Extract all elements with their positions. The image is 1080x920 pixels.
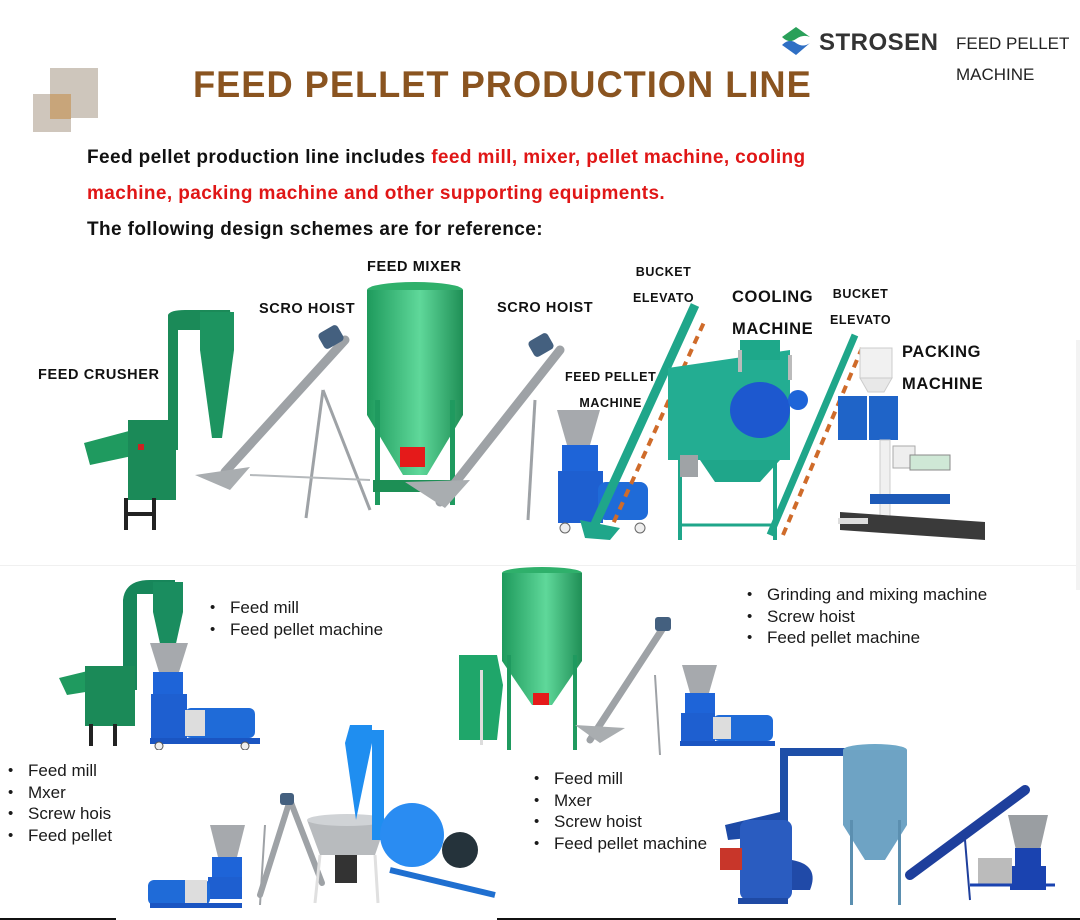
scheme-3-item: Mxer xyxy=(6,782,118,804)
label-bucket-elevator-1: BUCKET ELEVATO xyxy=(633,265,695,305)
screw-hoist-2 xyxy=(405,333,565,521)
brand-tagline: FEED PELLET MACHINE xyxy=(956,28,1069,90)
label-scro-hoist-2: SCRO HOIST xyxy=(497,300,594,316)
panel-bottom-border xyxy=(0,918,116,920)
scheme-1-item: Feed mill xyxy=(208,597,383,619)
intro-text: Feed pellet production line includes fee… xyxy=(87,140,947,248)
strosen-logo-icon xyxy=(779,24,813,63)
scheme-3-illustration xyxy=(148,725,496,908)
bucket-elevator-2 xyxy=(766,333,864,537)
scheme-2-item: Feed pellet machine xyxy=(745,627,987,649)
brand-tagline-line1: FEED PELLET xyxy=(956,34,1070,53)
page-title: FEED PELLET PRODUCTION LINE xyxy=(193,64,812,105)
scheme-1-item: Feed pellet machine xyxy=(208,619,383,641)
label-feed-crusher: FEED CRUSHER xyxy=(38,367,160,383)
scheme-2-list: Grinding and mixing machine Screw hoist … xyxy=(745,584,987,649)
screw-hoist-1 xyxy=(195,325,372,519)
scheme-2-item: Grinding and mixing machine xyxy=(745,584,987,606)
section-divider xyxy=(0,565,1080,566)
scheme-1-illustration xyxy=(59,580,260,750)
bucket-elevator-1 xyxy=(580,303,707,540)
intro-line-1: Feed pellet production line includes fee… xyxy=(87,147,806,168)
scheme-4-item: Mxer xyxy=(532,790,707,812)
scheme-3-list: Feed mill Mxer Screw hois Feed pellet xyxy=(6,760,118,846)
label-scro-hoist-1: SCRO HOIST xyxy=(259,301,356,317)
panel-bottom-border xyxy=(497,918,1080,920)
scheme-3-item: Feed mill xyxy=(6,760,118,782)
feed-pellet-machine xyxy=(557,410,648,534)
brand-name: STROSEN xyxy=(819,29,939,56)
label-cooling-machine: COOLING MACHINE xyxy=(732,288,814,338)
feed-crusher-machine xyxy=(84,310,234,530)
label-bucket-elevator-2: BUCKET ELEVATO xyxy=(830,287,892,327)
scheme-3-item: Feed pellet xyxy=(6,825,118,847)
brand-tagline-line2: MACHINE xyxy=(956,65,1035,84)
intro-line-3: The following design schemes are for ref… xyxy=(87,219,543,240)
scheme-2-item: Screw hoist xyxy=(745,606,987,628)
cooling-machine xyxy=(668,340,808,540)
label-feed-mixer: FEED MIXER xyxy=(367,259,462,275)
packing-machine xyxy=(838,347,985,540)
scheme-4-item: Feed mill xyxy=(532,768,707,790)
full-production-line-illustration xyxy=(84,282,985,540)
brand-logo: STROSEN xyxy=(779,26,939,60)
intro-line-2: machine, packing machine and other suppo… xyxy=(87,183,666,204)
scheme-1-list: Feed mill Feed pellet machine xyxy=(208,597,383,640)
scheme-4-item: Feed pellet machine xyxy=(532,833,707,855)
scheme-4-item: Screw hoist xyxy=(532,811,707,833)
label-packing-machine: PACKING MACHINE xyxy=(902,343,984,393)
feed-mixer-machine xyxy=(367,282,463,505)
scheme-2-illustration xyxy=(459,567,775,755)
label-feed-pellet-machine: FEED PELLET MACHINE xyxy=(565,370,657,410)
scheme-4-list: Feed mill Mxer Screw hoist Feed pellet m… xyxy=(532,768,707,854)
decorative-square-overlap xyxy=(50,94,71,119)
panel-edge xyxy=(1076,340,1080,590)
scheme-4-illustration xyxy=(720,744,1055,905)
scheme-3-item: Screw hois xyxy=(6,803,118,825)
